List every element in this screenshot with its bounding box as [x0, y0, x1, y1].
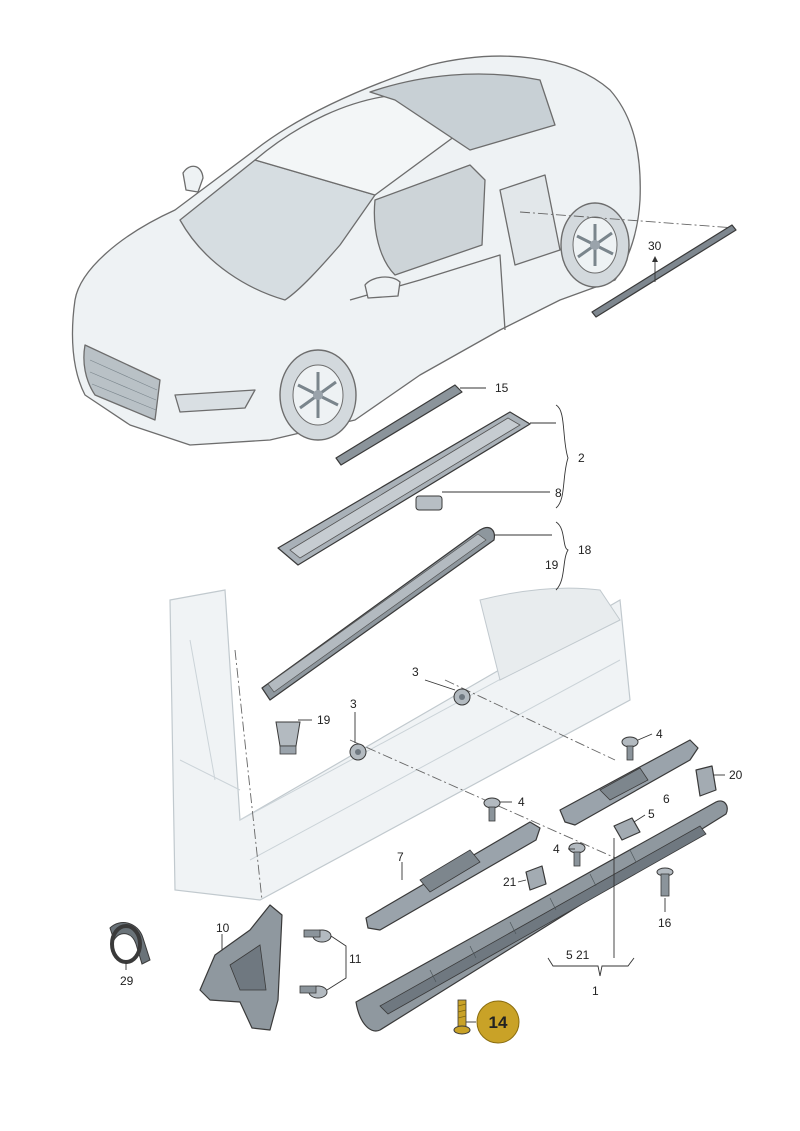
- part-4-screw-a: [621, 736, 639, 761]
- front-grille: [83, 344, 161, 421]
- callout-4-low: 4: [553, 842, 560, 856]
- callout-2: 2: [578, 451, 585, 465]
- callout-4-mid: 4: [518, 795, 525, 809]
- callout-16: 16: [658, 916, 672, 930]
- callout-18: 18: [578, 543, 592, 557]
- side-mirror: [364, 276, 401, 299]
- callout-5-21: 5 21: [566, 948, 590, 962]
- body-side-sill: [169, 587, 631, 901]
- part-16-bolt: [656, 867, 674, 897]
- part-11-screw-b: [299, 985, 328, 999]
- part-11-screw-a: [303, 929, 332, 943]
- side-window: [373, 164, 486, 276]
- part-21-clip: [525, 865, 547, 891]
- part-4-screw-c: [568, 842, 586, 867]
- callout-10: 10: [216, 921, 230, 935]
- callout-15: 15: [495, 381, 509, 395]
- callout-3-left: 3: [350, 697, 357, 711]
- callout-3-right: 3: [412, 665, 419, 679]
- callout-19-top: 19: [545, 558, 559, 572]
- callout-20: 20: [729, 768, 743, 782]
- part-29-tape-roll: [109, 922, 151, 965]
- callout-19-clip: 19: [317, 713, 331, 727]
- callout-5: 5: [648, 807, 655, 821]
- callout-6: 6: [663, 792, 670, 806]
- part-20-clip: [695, 765, 717, 797]
- callout-11: 11: [349, 952, 362, 966]
- windshield: [179, 159, 376, 301]
- car-illustration: [71, 55, 641, 446]
- callout-4-top: 4: [656, 727, 663, 741]
- callout-8: 8: [555, 486, 562, 500]
- callout-29: 29: [120, 974, 134, 988]
- callout-7: 7: [397, 850, 404, 864]
- part-3-clip-a: [349, 743, 367, 761]
- part-15-strip: [335, 384, 463, 466]
- callout-1: 1: [592, 984, 599, 998]
- callout-30: 30: [648, 239, 662, 253]
- callout-21: 21: [503, 875, 517, 889]
- highlight-badge: [476, 1000, 520, 1044]
- part-4-screw-b: [483, 797, 501, 822]
- part-30-trim-strip: [591, 224, 737, 318]
- part-8-connector: [415, 495, 443, 511]
- part-3-clip-b: [453, 688, 471, 706]
- part-19-clip: [275, 721, 301, 755]
- rear-wheel: [560, 202, 630, 288]
- callout-labels: 30 15 2 8 18 19 3 19 3 4 20 6 4 5 4 7 21…: [120, 239, 743, 998]
- highlight-number: 14: [489, 1013, 508, 1032]
- rear-glass: [369, 73, 556, 151]
- highlight-callout-14[interactable]: 14: [476, 1000, 520, 1044]
- part-14-bolt: [453, 999, 471, 1035]
- part-5-clip: [613, 817, 641, 841]
- front-wheel: [279, 349, 357, 441]
